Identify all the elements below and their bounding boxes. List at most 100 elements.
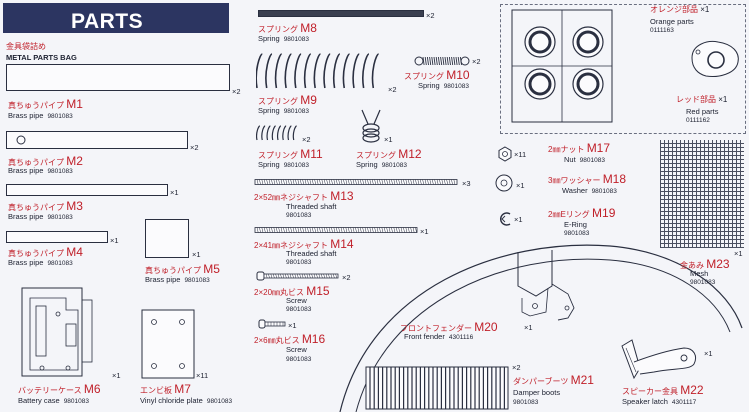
m12-qty: ×1 [384, 135, 393, 144]
red-parts-label: レッド部品 ×1 [676, 95, 728, 104]
m6-qty: ×1 [112, 371, 121, 380]
m11-label: スプリング M11 [258, 147, 323, 161]
m3-qty: ×1 [170, 188, 179, 197]
m12-label: スプリング M12 [356, 147, 422, 161]
m8-qty: ×2 [426, 11, 435, 20]
m13-label: 2×52㎜ネジシャフト M13 [254, 189, 354, 203]
m8-label: スプリング M8 [258, 21, 317, 35]
m2-label: 真ちゅうパイプ M2 [8, 154, 83, 168]
m16-label: 2×6㎜丸ビス M16 [254, 332, 326, 346]
m22-label: スピーカー金具 M22 [622, 383, 704, 397]
m1-label: 真ちゅうパイプ M1 [8, 97, 83, 111]
red-parts-drawing [691, 41, 739, 77]
m6-label: バッテリーケース M6 [18, 382, 101, 396]
m21-label: ダンパーブーツ M21 [513, 373, 594, 387]
m13-qty: ×3 [462, 179, 471, 188]
m20-qty: ×1 [524, 323, 533, 332]
threaded-shaft-m14-drawing [254, 227, 418, 233]
m23-qty: ×1 [734, 249, 743, 258]
battery-case-m6-drawing [21, 287, 93, 377]
m16-qty: ×1 [288, 321, 297, 330]
brass-pipe-m4-drawing [6, 231, 108, 243]
m7-qty: ×11 [196, 371, 209, 380]
spring-m12-drawing [361, 109, 381, 143]
m14-num: 9801083 [286, 259, 312, 266]
pipe-end-circle-icon [16, 135, 26, 145]
page-title: PARTS [71, 10, 144, 33]
threaded-shaft-m13-drawing [254, 179, 458, 185]
spring-m8-drawing [258, 10, 424, 17]
m1-qty: ×2 [232, 87, 241, 96]
screw-m15-drawing [256, 271, 339, 281]
m21-num: 9801083 [513, 399, 539, 406]
m22-qty: ×1 [704, 349, 713, 358]
nut-m17-drawing [498, 146, 512, 162]
m16-num: 9801083 [286, 356, 312, 363]
orange-parts-num: 0111163 [650, 27, 674, 34]
m9-qty: ×2 [388, 85, 397, 94]
bag-label-jp: 金具袋詰め [6, 42, 46, 51]
bag-label-en: METAL PARTS BAG [6, 53, 77, 62]
m23-num: 9801083 [690, 279, 716, 286]
e-ring-m19-drawing [500, 212, 511, 226]
spring-m9-drawing [256, 53, 380, 89]
mesh-m23-drawing [660, 140, 744, 248]
m13-desc: Threaded shaft [286, 202, 337, 211]
m9-label: スプリング M9 [258, 93, 317, 107]
m14-qty: ×1 [420, 227, 429, 236]
m20-label: フロントフェンダー M20 [400, 320, 498, 334]
m15-desc: Screw [286, 296, 307, 305]
front-fender-m20-drawing [339, 244, 743, 412]
m23-desc: Mesh [690, 269, 709, 278]
m18-qty: ×1 [516, 181, 525, 190]
m15-label: 2×20㎜丸ビス M15 [254, 284, 330, 298]
m23-label: 金あみ M23 [680, 257, 730, 271]
orange-parts-tree-drawing [511, 9, 613, 123]
brass-pipe-m5-drawing [145, 219, 189, 258]
m21-desc: Damper boots [513, 388, 561, 397]
washer-m18-drawing [495, 174, 513, 192]
title-bar: PARTS [3, 3, 229, 33]
damper-boots-m21-drawing [365, 366, 509, 410]
m17-qty: ×11 [514, 150, 527, 159]
m19-desc: E-Ring [564, 220, 587, 229]
brass-pipe-m3-drawing [6, 184, 168, 196]
orange-parts-label: オレンジ部品 ×1 [650, 5, 710, 14]
m19-num: 9801083 [564, 230, 590, 237]
m19-label: 2㎜Eリング M19 [548, 206, 616, 220]
m14-desc: Threaded shaft [286, 249, 337, 258]
m13-num: 9801083 [286, 212, 312, 219]
m18-label: 3㎜ワッシャー M18 [548, 172, 627, 186]
m15-num: 9801083 [286, 306, 312, 313]
brass-pipe-m1-drawing [6, 64, 230, 91]
m10-label: スプリング M10 [404, 68, 470, 82]
parts-tree-frame [500, 4, 746, 134]
m3-label: 真ちゅうパイプ M3 [8, 199, 83, 213]
m15-qty: ×2 [342, 273, 351, 282]
m19-qty: ×1 [514, 215, 523, 224]
orange-parts-desc: Orange parts [650, 17, 694, 26]
m16-desc: Screw [286, 345, 307, 354]
screw-m16-drawing [258, 319, 286, 329]
m4-label: 真ちゅうパイプ M4 [8, 245, 83, 259]
m4-qty: ×1 [110, 236, 119, 245]
red-parts-desc: Red parts [686, 107, 719, 116]
vinyl-plate-m7-drawing [141, 309, 195, 379]
m5-qty: ×1 [192, 250, 201, 259]
m17-label: 2㎜ナット M17 [548, 141, 611, 155]
